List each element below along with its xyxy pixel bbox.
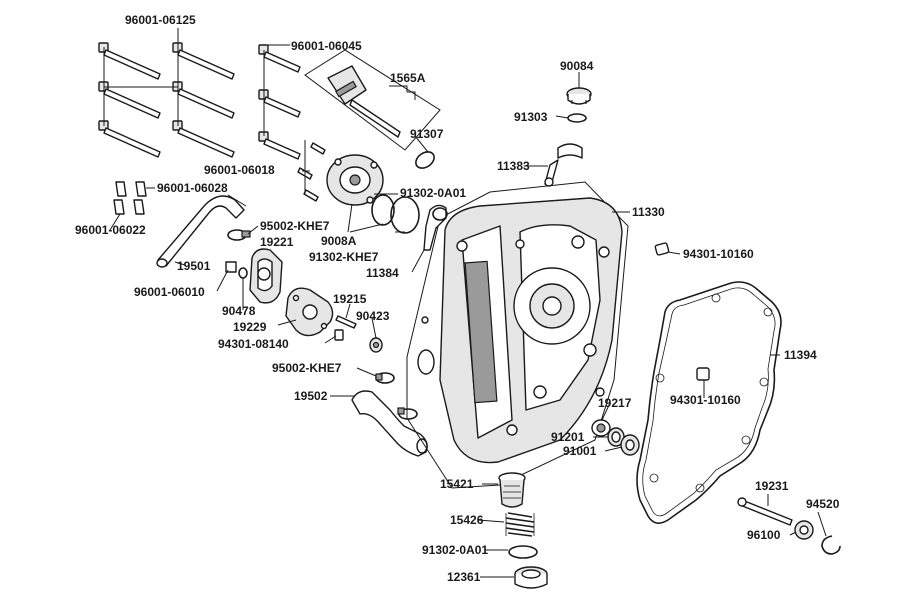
bolt (258, 131, 301, 160)
bolt (98, 120, 161, 158)
bolt-set-96001-06045 (258, 44, 301, 160)
label-96001-06045: 96001-06045 (291, 39, 362, 53)
label-96100: 96100 (747, 528, 781, 542)
label-90423: 90423 (356, 309, 390, 323)
clamp-95002-khe7-mid (375, 372, 395, 384)
bolt (172, 120, 235, 158)
bolt (258, 89, 301, 118)
hose-19502 (351, 390, 428, 457)
dowel-pin-94301-10160-top (654, 242, 670, 256)
crankcase-cover-11330 (406, 181, 629, 489)
label-19229: 19229 (233, 320, 267, 334)
o-ring-91302-khe7 (390, 196, 420, 234)
label-15426: 15426 (450, 513, 484, 527)
bearing-96100 (794, 520, 814, 540)
o-ring-91307 (415, 151, 435, 169)
dowel-pin-94301-10160-mid (696, 367, 710, 381)
label-19215: 19215 (333, 292, 367, 306)
label-19501: 19501 (177, 259, 211, 273)
label-12361: 12361 (447, 570, 481, 584)
label-91307: 91307 (410, 127, 444, 141)
bolt-set-96001-06125 (98, 30, 235, 158)
label-96001-06125: 96001-06125 (125, 13, 196, 27)
strainer-15421 (498, 472, 526, 508)
label-91303: 91303 (514, 110, 548, 124)
bolt (172, 42, 235, 80)
label-11394: 11394 (784, 348, 817, 362)
label-94301-10160-mid: 94301-10160 (670, 393, 741, 407)
washer-90478 (238, 267, 248, 279)
label-96001-06028: 96001-06028 (157, 181, 228, 195)
circlip-94520 (821, 535, 841, 555)
bracket-11384 (423, 204, 448, 251)
o-ring-91302-0a01 (371, 194, 395, 226)
label-90084: 90084 (560, 59, 594, 73)
label-91302-0a01-top: 91302-0A01 (400, 186, 466, 200)
pin-94301-08140 (334, 329, 344, 341)
label-95002-khe7-mid: 95002-KHE7 (272, 361, 342, 375)
label-11383: 11383 (497, 159, 530, 173)
oil-seal-91201 (607, 427, 625, 447)
label-94520: 94520 (806, 497, 840, 511)
seal-90423 (369, 337, 383, 353)
label-94301-08140: 94301-08140 (218, 337, 289, 351)
o-ring-91302-0a01-bottom (508, 545, 538, 559)
bolt (98, 42, 161, 80)
label-19217: 19217 (598, 396, 632, 410)
label-90478: 90478 (222, 304, 256, 318)
bolt-96001-06010 (225, 261, 237, 273)
bolt-96001-06018 (297, 140, 326, 202)
hose-19501 (156, 194, 247, 268)
label-1565a: 1565A (390, 71, 426, 85)
o-ring-91303 (567, 113, 587, 123)
bolt-96001-06022 (113, 199, 145, 215)
label-95002-khe7-top: 95002-KHE7 (260, 219, 330, 233)
filler-cap-90084 (566, 87, 592, 105)
label-91302-khe7: 91302-KHE7 (309, 250, 379, 264)
pump-body-19221 (249, 248, 283, 304)
spring-15426 (505, 512, 535, 537)
label-19231: 19231 (755, 479, 789, 493)
bolt-96001-06028 (115, 181, 147, 197)
label-91001: 91001 (563, 444, 597, 458)
label-9008a: 9008A (321, 234, 357, 248)
dipstick-1565a (304, 49, 441, 151)
clamp-11383 (544, 143, 583, 187)
label-96001-06010: 96001-06010 (134, 285, 205, 299)
label-11384: 11384 (366, 266, 399, 280)
bearing-91001 (620, 434, 640, 456)
label-91201: 91201 (551, 430, 585, 444)
bolt (172, 81, 235, 119)
clamp-95002-khe7-top (227, 229, 251, 241)
leader-lines (109, 28, 827, 578)
label-19221: 19221 (260, 235, 294, 249)
label-11330: 11330 (632, 205, 665, 219)
shaft-19231 (737, 497, 793, 526)
gasket-11394 (636, 281, 782, 524)
part-labels: 96001-06125 96001-06045 1565A 90084 9130… (75, 13, 840, 584)
label-15421: 15421 (440, 477, 474, 491)
label-19502: 19502 (294, 389, 328, 403)
label-91302-0a01-bottom: 91302-0A01 (422, 543, 488, 557)
pump-cover-19229 (285, 287, 334, 337)
sleeve-19217 (591, 419, 611, 437)
label-96001-06018: 96001-06018 (204, 163, 275, 177)
label-96001-06022: 96001-06022 (75, 223, 146, 237)
label-94301-10160-top: 94301-10160 (683, 247, 754, 261)
drain-plug-12361 (514, 566, 548, 589)
shaft-19215 (335, 315, 357, 329)
pump-housing-9008a (326, 154, 384, 206)
